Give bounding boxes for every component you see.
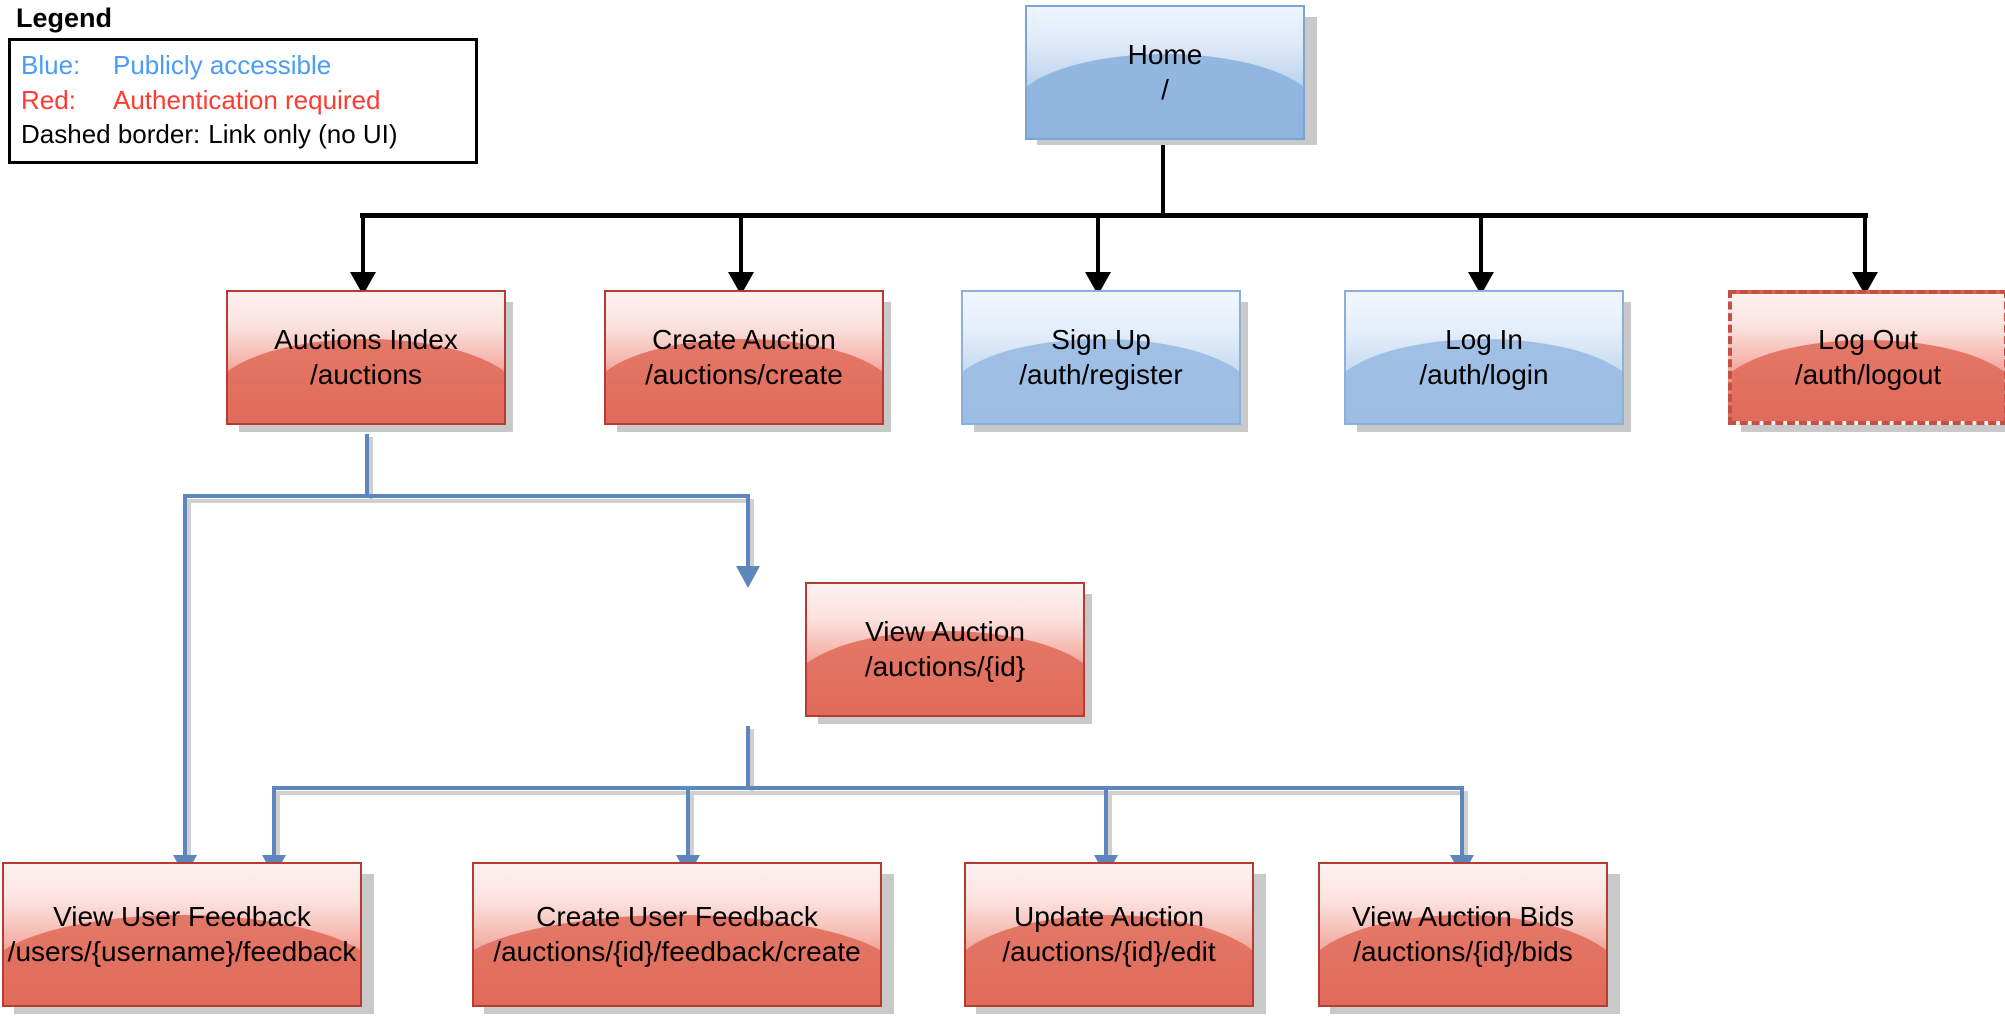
connector-drop-update-auction	[1104, 786, 1108, 861]
node-log-in-title: Log In	[1445, 324, 1523, 356]
node-log-in[interactable]: Log In /auth/login	[1344, 290, 1624, 425]
arrowhead-create-auction	[728, 272, 754, 295]
node-view-user-feedback[interactable]: View User Feedback /users/{username}/fee…	[2, 862, 362, 1007]
connector-shadow-drop-vuf	[276, 791, 280, 861]
connector-auctions-index-stem	[365, 434, 369, 496]
node-update-auction-path: /auctions/{id}/edit	[1002, 935, 1216, 967]
connector-shadow-view-auction-bus	[276, 791, 1464, 795]
legend: Legend Blue: Publicly accessible Red: Au…	[8, 3, 508, 165]
node-sign-up[interactable]: Sign Up /auth/register	[961, 290, 1241, 425]
connector-drop-log-out	[1863, 213, 1867, 278]
node-home[interactable]: Home /	[1025, 5, 1305, 140]
connector-shadow-drop-cuf	[690, 791, 694, 861]
connector-drop-view-user-feedback	[272, 786, 276, 861]
connector-drop-sign-up	[1096, 213, 1100, 278]
connector-drop-log-in	[1479, 213, 1483, 278]
connector-shadow-drop-ua	[1108, 791, 1112, 861]
connector-home-stem	[1161, 145, 1165, 217]
node-sign-up-title: Sign Up	[1051, 324, 1151, 356]
node-view-auction-bids-path: /auctions/{id}/bids	[1353, 935, 1573, 967]
legend-value-blue: Publicly accessible	[113, 49, 332, 80]
node-log-out-title: Log Out	[1818, 324, 1918, 356]
node-home-title: Home	[1127, 39, 1203, 71]
legend-row-red: Red: Authentication required	[21, 83, 465, 118]
arrowhead-view-auction	[736, 566, 760, 588]
connector-home-bus	[360, 213, 1868, 218]
connector-view-auction-bus	[272, 786, 1460, 790]
arrowhead-auctions-index	[350, 272, 376, 295]
arrowhead-log-in	[1468, 272, 1494, 295]
node-create-auction-title: Create Auction	[652, 324, 836, 356]
node-view-auction[interactable]: View Auction /auctions/{id}	[805, 582, 1085, 717]
connector-drop-create-user-feedback	[686, 786, 690, 861]
node-auctions-index[interactable]: Auctions Index /auctions	[226, 290, 506, 425]
node-view-auction-bids-title: View Auction Bids	[1351, 901, 1575, 933]
connector-shadow-to-view-auction	[750, 499, 754, 577]
connector-drop-auctions-index	[361, 213, 365, 278]
node-view-auction-title: View Auction	[865, 616, 1025, 648]
connector-auctions-index-bus	[183, 494, 750, 498]
legend-value-dashed: Link only (no UI)	[208, 119, 398, 150]
node-view-auction-bids[interactable]: View Auction Bids /auctions/{id}/bids	[1318, 862, 1608, 1007]
node-create-user-feedback-title: Create User Feedback	[536, 901, 818, 933]
legend-value-red: Authentication required	[113, 84, 381, 115]
node-auctions-index-path: /auctions	[309, 358, 423, 390]
connector-shadow-auctions-bus	[187, 499, 754, 503]
node-log-in-path: /auth/login	[1419, 358, 1549, 390]
connector-drop-view-auction-bids	[1460, 786, 1464, 861]
legend-row-blue: Blue: Publicly accessible	[21, 48, 465, 83]
node-view-auction-path: /auctions/{id}	[864, 650, 1026, 682]
node-auctions-index-title: Auctions Index	[274, 324, 458, 356]
node-log-out-path: /auth/logout	[1794, 358, 1942, 390]
connector-shadow-view-auction-stem	[750, 729, 754, 791]
node-create-auction-path: /auctions/create	[645, 358, 843, 390]
legend-key-blue: Blue:	[21, 49, 81, 80]
node-update-auction[interactable]: Update Auction /auctions/{id}/edit	[964, 862, 1254, 1007]
node-view-user-feedback-path: /users/{username}/feedback	[7, 935, 357, 967]
node-create-user-feedback-path: /auctions/{id}/feedback/create	[493, 935, 861, 967]
connector-shadow-to-view-user-feedback	[187, 499, 191, 861]
connector-to-view-auction	[746, 494, 750, 572]
legend-box: Blue: Publicly accessible Red: Authentic…	[8, 37, 478, 165]
connector-shadow-drop-vab	[1464, 791, 1468, 861]
node-view-user-feedback-title: View User Feedback	[53, 901, 311, 933]
node-sign-up-path: /auth/register	[1019, 358, 1183, 390]
arrowhead-log-out	[1852, 272, 1878, 295]
connector-shadow-auctions-stem	[369, 437, 373, 499]
legend-title: Legend	[16, 3, 113, 33]
legend-key-dashed: Dashed border:	[21, 119, 201, 150]
arrowhead-sign-up	[1085, 272, 1111, 295]
node-create-user-feedback[interactable]: Create User Feedback /auctions/{id}/feed…	[472, 862, 882, 1007]
node-update-auction-title: Update Auction	[1014, 901, 1204, 933]
node-home-path: /	[1161, 73, 1169, 105]
connector-drop-create-auction	[739, 213, 743, 278]
legend-row-dashed: Dashed border: Link only (no UI)	[21, 117, 465, 152]
connector-view-auction-stem	[746, 726, 750, 788]
node-log-out[interactable]: Log Out /auth/logout	[1728, 290, 2005, 425]
node-create-auction[interactable]: Create Auction /auctions/create	[604, 290, 884, 425]
legend-key-red: Red:	[21, 84, 76, 115]
connector-to-view-user-feedback	[183, 494, 187, 861]
